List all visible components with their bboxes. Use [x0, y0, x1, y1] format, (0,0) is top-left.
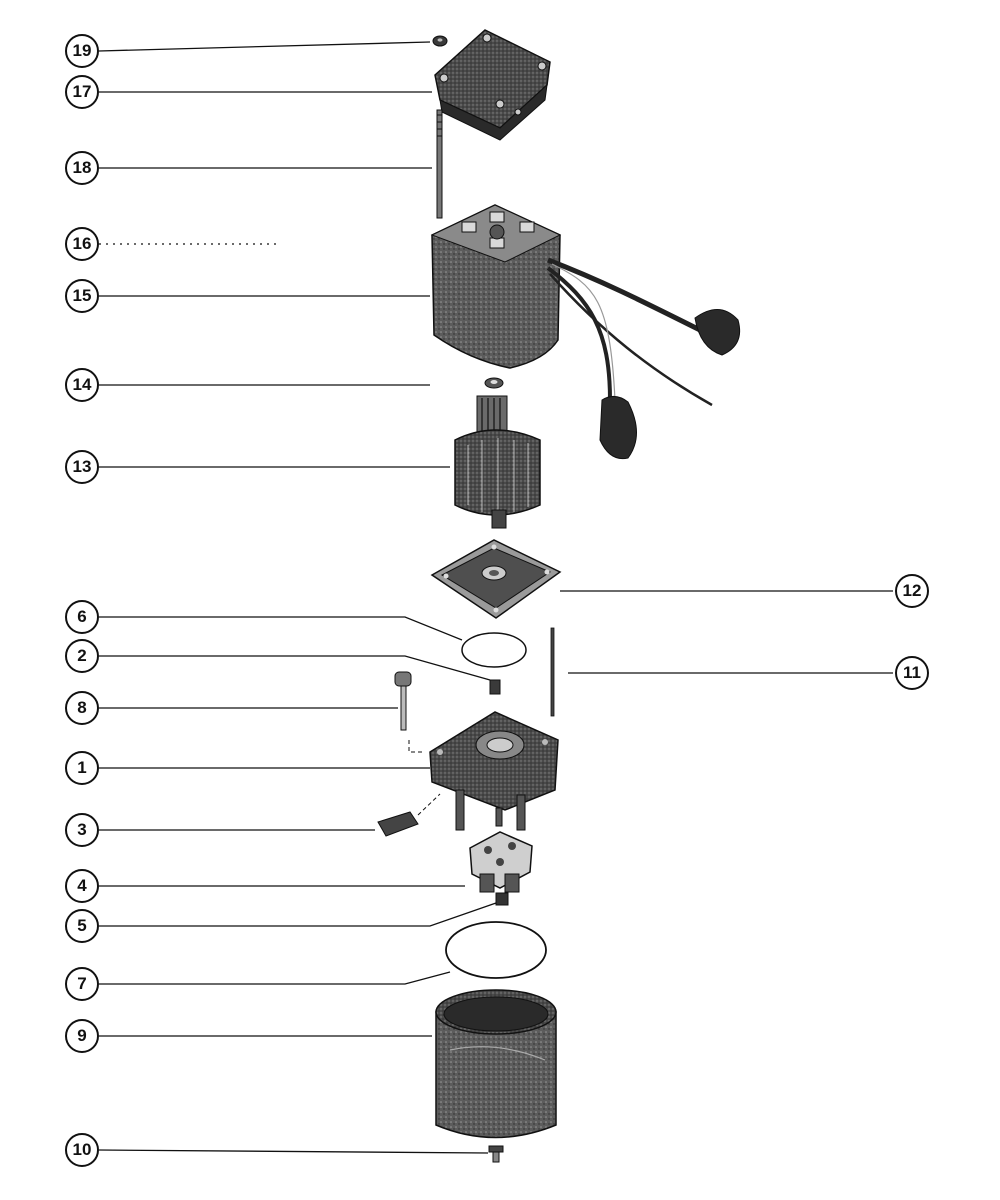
callout-14: 14 — [65, 368, 99, 402]
leader-7 — [99, 971, 451, 985]
callout-13: 13 — [65, 450, 99, 484]
part-2-coupler — [489, 679, 501, 695]
part-3-fitting — [377, 793, 441, 837]
callout-3: 3 — [65, 813, 99, 847]
leader-2 — [99, 655, 491, 681]
part-6-gasket — [461, 632, 527, 668]
callout-7: 7 — [65, 967, 99, 1001]
callout-17: 17 — [65, 75, 99, 109]
callout-11: 11 — [895, 656, 929, 690]
callout-4: 4 — [65, 869, 99, 903]
part-10-screw — [488, 1145, 504, 1163]
part-13-armature — [454, 395, 541, 529]
leader-6 — [99, 616, 463, 641]
callout-5: 5 — [65, 909, 99, 943]
callout-12: 12 — [895, 574, 929, 608]
part-1-pump-body — [429, 711, 559, 831]
callout-8: 8 — [65, 691, 99, 725]
callout-18: 18 — [65, 151, 99, 185]
leader-5 — [99, 902, 497, 927]
part-5-fitting — [495, 892, 509, 906]
leader-19 — [98, 41, 431, 52]
part-19-nut — [432, 35, 448, 47]
callout-15: 15 — [65, 279, 99, 313]
callout-10: 10 — [65, 1133, 99, 1167]
callout-16: 16 — [65, 227, 99, 261]
leader-lines — [98, 41, 893, 1154]
callout-19: 19 — [65, 34, 99, 68]
part-18-through-bolt — [436, 109, 443, 219]
callout-2: 2 — [65, 639, 99, 673]
part-4-valve-body — [469, 831, 533, 893]
callout-1: 1 — [65, 751, 99, 785]
part-11-pin — [550, 627, 555, 717]
part-8-plug — [394, 671, 425, 753]
part-17-cover — [434, 29, 551, 141]
callout-9: 9 — [65, 1019, 99, 1053]
part-15-16-motor-housing — [430, 204, 741, 460]
part-14-washer — [484, 377, 504, 389]
part-7-o-ring — [445, 921, 547, 979]
part-9-reservoir — [435, 989, 557, 1139]
leader-10 — [98, 1149, 489, 1154]
callout-6: 6 — [65, 600, 99, 634]
part-12-end-plate — [430, 539, 562, 619]
